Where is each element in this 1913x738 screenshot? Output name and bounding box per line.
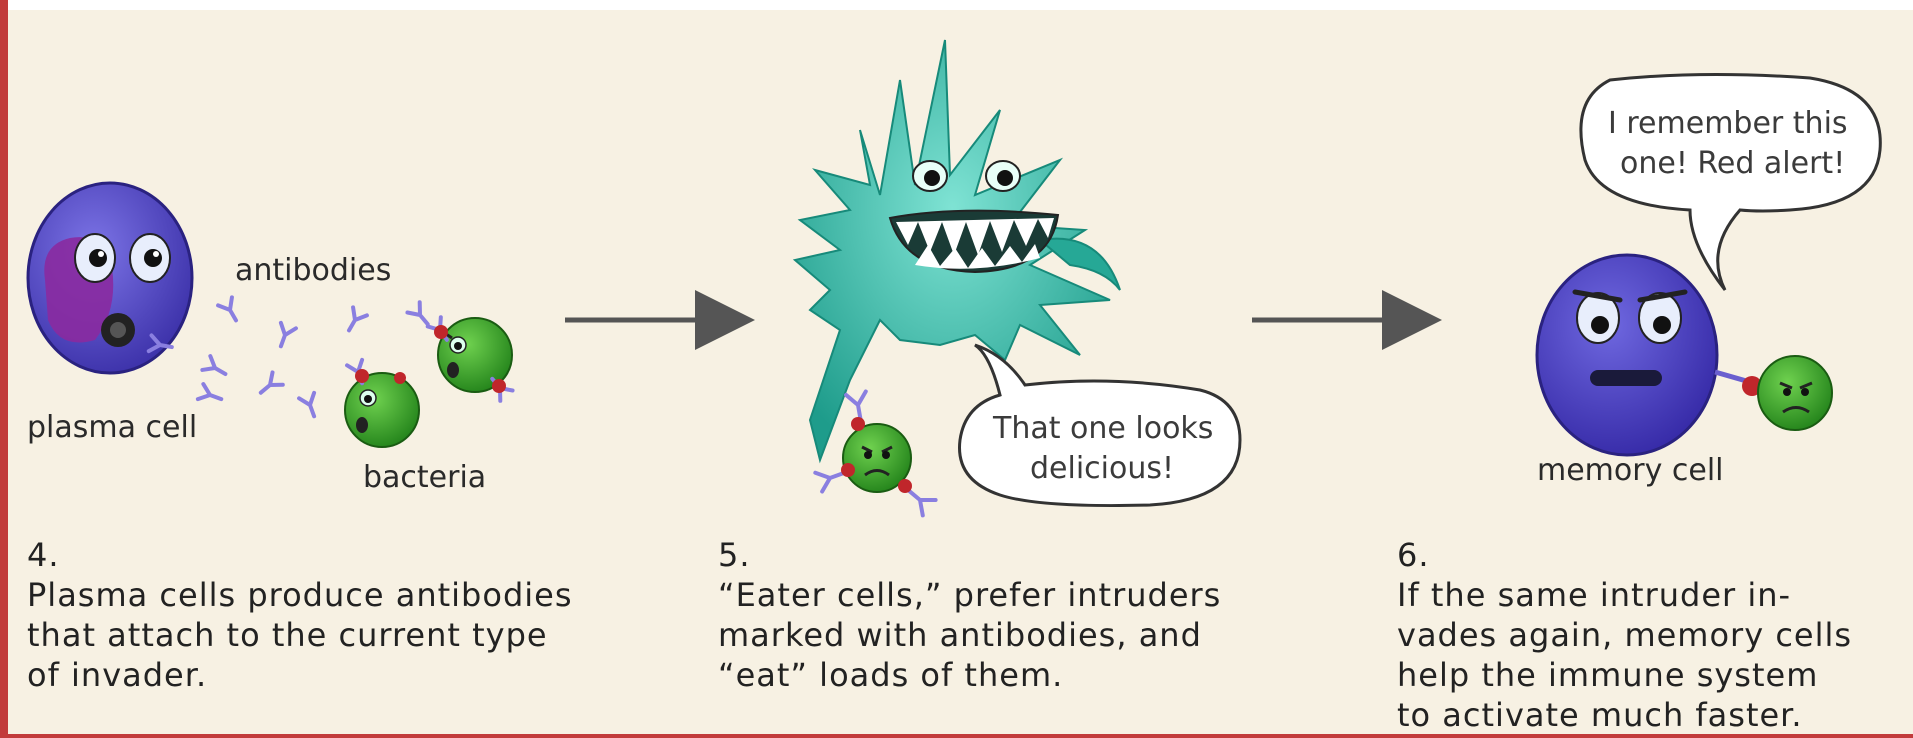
antibody <box>342 307 367 334</box>
antibody <box>202 356 229 381</box>
antibody <box>273 323 296 349</box>
step-6-text: If the same intruder in- vades again, me… <box>1397 575 1909 735</box>
bubble-eater-line-2: delicious! <box>1030 451 1174 486</box>
speech-bubble-eater: That one looks delicious! <box>960 345 1241 506</box>
bacterium <box>345 360 419 447</box>
antibody <box>218 297 243 324</box>
step-4-caption: 4. Plasma cells produce antibodies that … <box>27 535 667 695</box>
bubble-memory-line-1: I remember this <box>1608 106 1848 141</box>
antibody <box>256 372 283 398</box>
antibody <box>299 393 322 419</box>
step-4-text: Plasma cells produce antibodies that att… <box>27 575 667 695</box>
antibody <box>198 384 224 407</box>
bacterium <box>428 317 513 401</box>
label-memory-cell: memory cell <box>1537 453 1724 488</box>
label-plasma-cell: plasma cell <box>27 410 197 445</box>
mouth <box>1590 370 1662 386</box>
step-6-caption: 6. If the same intruder in- vades again,… <box>1397 535 1909 735</box>
step-4-number: 4. <box>27 535 667 575</box>
step-6-number: 6. <box>1397 535 1909 575</box>
bubble-memory-line-2: one! Red alert! <box>1620 146 1845 181</box>
memory-cell <box>1537 255 1762 455</box>
bacterium-memory <box>1758 356 1832 430</box>
label-bacteria: bacteria <box>363 460 486 495</box>
step-5-number: 5. <box>718 535 1358 575</box>
label-antibodies: antibodies <box>235 253 391 288</box>
bubble-eater-line-1: That one looks <box>992 411 1213 446</box>
step-5-caption: 5. “Eater cells,” prefer intruders marke… <box>718 535 1358 695</box>
step-5-text: “Eater cells,” prefer intruders marked w… <box>718 575 1358 695</box>
